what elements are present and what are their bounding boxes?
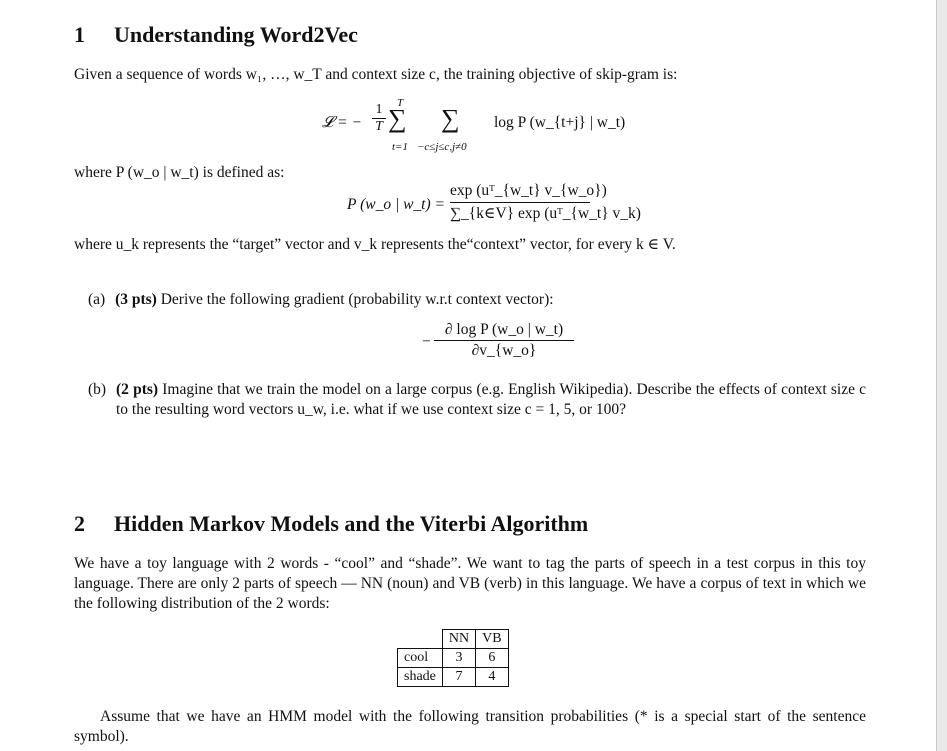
part-b-text: Imagine that we train the model on a lar…: [116, 381, 867, 418]
table-cell-nn: 7: [441, 667, 477, 687]
part-a: (a) (3 pts) Derive the following gradien…: [88, 290, 554, 310]
gradient-equation: − ∂ log P (w_o | w_t) ∂v_{w_o}: [422, 320, 582, 366]
part-a-points: (3 pts): [115, 291, 157, 308]
table-cell-nn: 3: [441, 648, 477, 668]
objective-term: log P (w_{t+j} | w_t): [494, 114, 626, 131]
softmax-lhs: P (w_o | w_t) =: [347, 196, 445, 213]
gradient-denominator: ∂v_{w_o}: [471, 342, 537, 359]
softmax-denominator: ∑_{k∈V} exp (uᵀ_{w_t} v_k): [450, 205, 641, 222]
part-b-label: (b): [88, 381, 107, 398]
table-cell-vb: 6: [475, 648, 509, 668]
softmax-fraction: exp (uᵀ_{w_t} v_{w_o}) ∑_{k∈V} exp (uᵀ_{…: [450, 180, 641, 225]
target-context-text: where u_k represents the “target” vector…: [74, 236, 676, 253]
objective-frac-num: 1: [372, 102, 386, 119]
sum2-bottom: −c≤j≤c,j≠0: [417, 141, 467, 153]
sum1-sigma: ∑: [388, 104, 407, 133]
section-2-number: 2: [74, 511, 85, 536]
gradient-fraction: ∂ log P (w_o | w_t) ∂v_{w_o}: [434, 320, 574, 361]
section-2-paragraph: We have a toy language with 2 words - “c…: [74, 555, 866, 612]
part-b-body: (2 pts) Imagine that we train the model …: [116, 380, 866, 420]
section-1-title: Understanding Word2Vec: [114, 22, 358, 47]
word-tag-distribution-table: NN VB cool 3 6 shade 7 4: [397, 629, 509, 687]
page-scroll-edge: [936, 0, 947, 751]
section-2-heading: 2 Hidden Markov Models and the Viterbi A…: [74, 511, 588, 537]
section-1-intro: Given a sequence of words w₁, …, w_T and…: [74, 66, 678, 83]
section-1-heading: 1 Understanding Word2Vec: [74, 22, 358, 48]
softmax-numerator: exp (uᵀ_{w_t} v_{w_o}): [450, 180, 607, 203]
gradient-minus-sign: −: [422, 333, 431, 350]
table-row-word: shade: [397, 667, 443, 687]
objective-lhs: 𝓛 = −: [322, 114, 362, 131]
table-row: cool 3 6: [397, 648, 509, 668]
sum1-top: T: [397, 97, 404, 109]
sum1-bottom: t=1: [392, 141, 408, 153]
table-header-row: NN VB: [397, 629, 509, 649]
sum2-sigma: ∑: [441, 104, 460, 133]
transition-prob-intro: Assume that we have an HMM model with th…: [74, 708, 866, 745]
part-a-label: (a): [88, 291, 106, 308]
section-1-number: 1: [74, 22, 85, 47]
part-a-text: Derive the following gradient (probabili…: [160, 291, 554, 308]
softmax-equation: P (w_o | w_t) = exp (uᵀ_{w_t} v_{w_o}) ∑…: [347, 180, 641, 230]
table-row: shade 7 4: [397, 667, 509, 687]
skipgram-objective-equation: 𝓛 = − 1 T T ∑ t=1 ∑ −c≤j≤c,j≠0 log P (w_…: [322, 96, 652, 153]
table-header-nn: NN: [441, 629, 477, 649]
gradient-numerator: ∂ log P (w_o | w_t): [434, 320, 574, 341]
where-definition-text: where P (w_o | w_t) is defined as:: [74, 164, 285, 181]
part-b-points: (2 pts): [116, 381, 159, 398]
table-cell-vb: 4: [475, 667, 509, 687]
section-2-title: Hidden Markov Models and the Viterbi Alg…: [114, 511, 589, 536]
objective-fraction: 1 T: [372, 102, 386, 135]
table-row-word: cool: [397, 648, 443, 668]
table-header-vb: VB: [475, 629, 509, 649]
table-corner-cell: [397, 629, 443, 649]
objective-frac-den: T: [375, 119, 383, 134]
